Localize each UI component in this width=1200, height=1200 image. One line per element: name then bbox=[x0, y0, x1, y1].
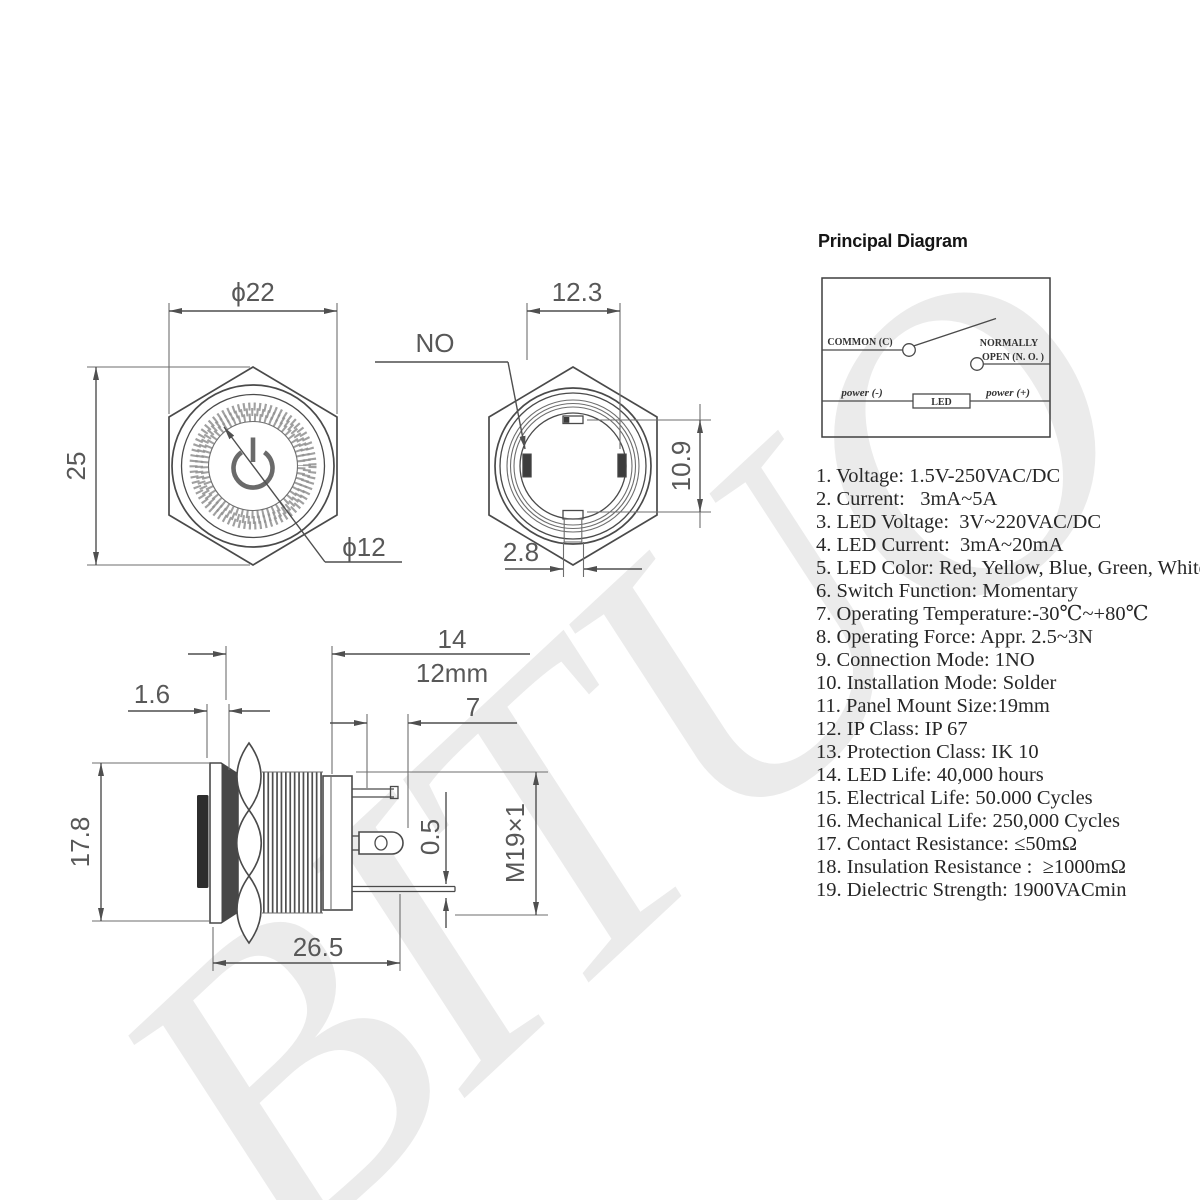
label-common: COMMON (C) bbox=[827, 337, 892, 348]
terminal-pins bbox=[522, 415, 627, 543]
dim-side-pin: 0.5 bbox=[415, 819, 445, 855]
spec-item: 13. Protection Class: IK 10 bbox=[816, 741, 1039, 763]
back-view-drawing: NO 12.3 10.9 2.8 bbox=[375, 277, 711, 577]
spec-list: 1. Voltage: 1.5V-250VAC/DC 2. Current: 3… bbox=[816, 465, 1200, 902]
spec-item: 1. Voltage: 1.5V-250VAC/DC bbox=[816, 465, 1061, 487]
spec-item: 12. IP Class: IP 67 bbox=[816, 718, 968, 740]
label-normally: NORMALLY bbox=[980, 338, 1039, 349]
spec-item: 5. LED Color: Red, Yellow, Blue, Green, … bbox=[816, 557, 1200, 579]
label-power-negative: power (-) bbox=[840, 387, 882, 399]
label-power-positive: power (+) bbox=[985, 387, 1030, 399]
label-open: OPEN (N. O. ) bbox=[982, 352, 1044, 363]
front-view-drawing: ϕ22 25 ϕ12 bbox=[61, 277, 402, 566]
spec-item: 8. Operating Force: Appr. 2.5~3N bbox=[816, 626, 1093, 648]
spec-item: 3. LED Voltage: 3V~220VAC/DC bbox=[816, 511, 1102, 533]
spec-item: 18. Insulation Resistance : ≥1000mΩ bbox=[816, 856, 1127, 878]
spec-item: 2. Current: 3mA~5A bbox=[816, 488, 998, 510]
button-face bbox=[197, 795, 209, 888]
label-led: LED bbox=[931, 397, 952, 408]
circuit-diagram: COMMON (C) NORMALLY OPEN (N. O. ) power … bbox=[821, 277, 1051, 438]
spec-item: 14. LED Life: 40,000 hours bbox=[816, 764, 1044, 786]
spec-item: 6. Switch Function: Momentary bbox=[816, 580, 1078, 602]
principal-diagram-title: Principal Diagram bbox=[818, 231, 968, 251]
spec-item: 9. Connection Mode: 1NO bbox=[816, 649, 1035, 671]
dim-side-lug: 7 bbox=[466, 692, 480, 722]
dim-front-button: ϕ12 bbox=[342, 532, 385, 562]
dim-side-panel: 12mm bbox=[416, 658, 488, 688]
dim-side-rear: 14 bbox=[438, 624, 467, 654]
common-terminal bbox=[902, 343, 916, 357]
spec-item: 4. LED Current: 3mA~20mA bbox=[816, 534, 1064, 556]
spec-item: 19. Dielectric Strength: 1900VACmin bbox=[816, 879, 1127, 901]
spec-item: 16. Mechanical Life: 250,000 Cycles bbox=[816, 810, 1120, 832]
dim-front-corners: 25 bbox=[61, 452, 91, 481]
power-icon bbox=[231, 437, 275, 490]
side-view-drawing: 17.8 1.6 14 12mm 7 0.5 bbox=[65, 624, 548, 971]
dim-side-thread: M19×1 bbox=[500, 803, 530, 883]
dim-side-bezel: 1.6 bbox=[134, 679, 170, 709]
label-no: NO bbox=[416, 328, 455, 358]
dim-side-total: 26.5 bbox=[293, 932, 344, 962]
spec-item: 11. Panel Mount Size:19mm bbox=[816, 695, 1050, 717]
spec-item: 15. Electrical Life: 50.000 Cycles bbox=[816, 787, 1093, 809]
spec-item: 7. Operating Temperature:-30℃~+80℃ bbox=[816, 603, 1149, 625]
spec-item: 17. Contact Resistance: ≤50mΩ bbox=[816, 833, 1078, 855]
dim-side-height: 17.8 bbox=[65, 817, 95, 868]
dim-back-pin-span: 12.3 bbox=[552, 277, 603, 307]
switch-lever bbox=[913, 317, 997, 347]
spec-item: 10. Installation Mode: Solder bbox=[816, 672, 1057, 694]
dim-back-tab: 2.8 bbox=[503, 537, 539, 567]
dim-back-pin-height: 10.9 bbox=[666, 441, 696, 492]
dim-front-flats: ϕ22 bbox=[231, 277, 274, 307]
